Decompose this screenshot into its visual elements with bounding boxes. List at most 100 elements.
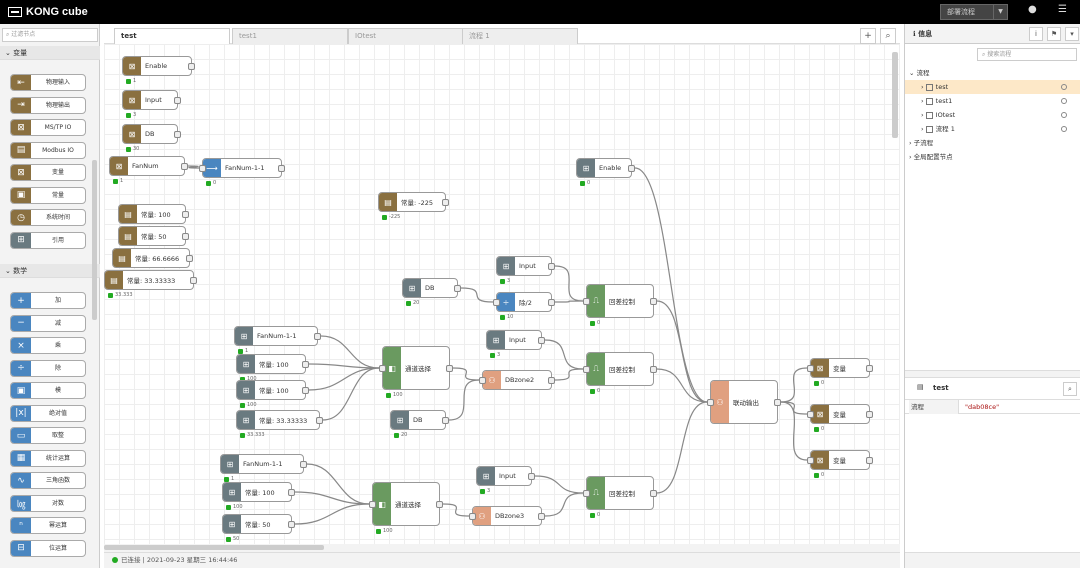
search-icon[interactable]: ⌕ xyxy=(880,28,896,44)
input-port[interactable] xyxy=(379,365,386,372)
palette-node[interactable]: ⊠变量 xyxy=(10,164,86,181)
palette-node[interactable]: ▦统计运算 xyxy=(10,449,86,467)
info-icon[interactable]: i xyxy=(1029,27,1043,41)
wire[interactable] xyxy=(534,475,584,494)
wire[interactable] xyxy=(656,300,708,403)
palette-node[interactable]: ⊞引用 xyxy=(10,231,86,249)
palette-node[interactable]: ⇤物理输入 xyxy=(10,74,86,91)
palette-node[interactable]: ▣常量 xyxy=(10,186,86,204)
input-port[interactable] xyxy=(707,399,714,406)
tab-flow-1[interactable]: 流程 1 xyxy=(462,28,578,44)
wire[interactable] xyxy=(544,339,584,370)
category-variable[interactable]: ⌄ 变量 xyxy=(0,46,100,60)
palette-node[interactable]: ▤Modbus IO xyxy=(10,141,86,159)
output-port[interactable] xyxy=(182,233,189,240)
palette-node[interactable]: ▭取整 xyxy=(10,427,86,444)
wire[interactable] xyxy=(308,367,380,391)
output-port[interactable] xyxy=(278,165,285,172)
output-port[interactable] xyxy=(174,97,181,104)
flow-node[interactable]: ▤常量: -225-225 xyxy=(378,192,449,220)
palette-node[interactable]: ◷系统时间 xyxy=(10,209,86,226)
tab-iotest[interactable]: IOtest xyxy=(348,28,464,44)
chevron-down-icon[interactable]: ▾ xyxy=(1065,27,1079,41)
menu-icon[interactable]: ☰ xyxy=(1058,4,1067,15)
wire[interactable] xyxy=(554,300,584,303)
output-port[interactable] xyxy=(302,361,309,368)
output-port[interactable] xyxy=(442,417,449,424)
output-port[interactable] xyxy=(454,285,461,292)
input-port[interactable] xyxy=(583,366,590,373)
palette-node[interactable]: ⊠MS/TP IO xyxy=(10,119,86,136)
output-port[interactable] xyxy=(188,63,195,70)
palette-node[interactable]: |x|绝对值 xyxy=(10,404,86,422)
output-port[interactable] xyxy=(650,298,657,305)
output-port[interactable] xyxy=(628,165,635,172)
output-port[interactable] xyxy=(300,461,307,468)
output-port[interactable] xyxy=(866,365,873,372)
info-search-input[interactable]: ⌕ 搜索流程 xyxy=(977,48,1077,61)
output-port[interactable] xyxy=(548,377,555,384)
wire[interactable] xyxy=(780,401,808,415)
palette-search-input[interactable]: ⌕ 过滤节点 xyxy=(2,28,98,42)
palette-scrollbar[interactable] xyxy=(92,160,97,320)
wire[interactable] xyxy=(656,368,708,403)
debug-icon[interactable]: ⚑ xyxy=(1047,27,1061,41)
tree-item-test[interactable]: › test xyxy=(905,80,1080,94)
panel-divider[interactable] xyxy=(905,370,1080,378)
wire[interactable] xyxy=(780,401,808,461)
wire[interactable] xyxy=(554,265,584,302)
output-port[interactable] xyxy=(866,411,873,418)
palette-node[interactable]: ÷除 xyxy=(10,359,86,377)
input-port[interactable] xyxy=(493,299,500,306)
deploy-button[interactable]: 部署流程 ▼ xyxy=(940,4,1008,20)
output-port[interactable] xyxy=(774,399,781,406)
search-icon[interactable]: ⌕ xyxy=(1063,382,1077,396)
tree-global-config[interactable]: › 全局配置节点 xyxy=(909,153,953,161)
input-port[interactable] xyxy=(807,457,814,464)
wire[interactable] xyxy=(294,491,370,505)
wire[interactable] xyxy=(656,401,708,494)
tab-test[interactable]: test xyxy=(114,28,230,44)
output-port[interactable] xyxy=(650,490,657,497)
palette-node[interactable]: ×乘 xyxy=(10,337,86,354)
tab-test1[interactable]: test1 xyxy=(232,28,348,44)
palette-node[interactable]: ⊟位运算 xyxy=(10,539,86,557)
palette-node[interactable]: ▣模 xyxy=(10,382,86,399)
tree-item-flow-1[interactable]: › 流程 1 xyxy=(905,122,1080,136)
flow-node[interactable]: ⚇联动输出 xyxy=(707,380,781,424)
wire[interactable] xyxy=(544,492,584,517)
output-port[interactable] xyxy=(442,199,449,206)
workspace-vertical-scrollbar[interactable] xyxy=(892,52,898,138)
add-tab-icon[interactable]: + xyxy=(860,28,876,44)
input-port[interactable] xyxy=(479,377,486,384)
output-port[interactable] xyxy=(548,263,555,270)
output-port[interactable] xyxy=(314,333,321,340)
input-port[interactable] xyxy=(807,365,814,372)
wire[interactable] xyxy=(308,363,380,369)
wire[interactable] xyxy=(187,165,200,169)
workspace-horizontal-scrollbar[interactable] xyxy=(104,544,900,552)
